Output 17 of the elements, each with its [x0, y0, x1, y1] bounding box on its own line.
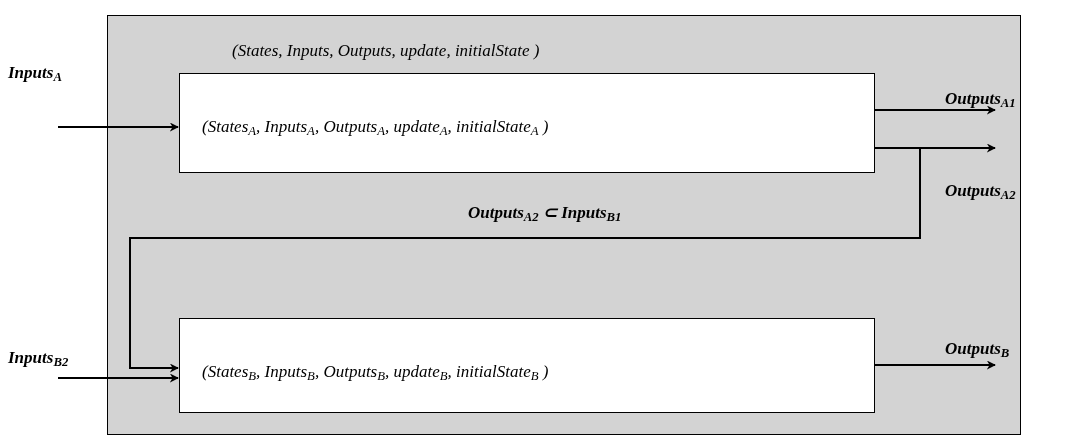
arrow [129, 147, 921, 373]
component-box [179, 318, 875, 413]
edge-label: Inputs$_{B2}$ [8, 347, 69, 371]
arrow [57, 122, 179, 132]
edge-label: Outputs$_{B}$ [945, 338, 1010, 362]
tuple-text: (States$_{B}$, Inputs$_{B}$, Outputs$_{B}$, update$_{B}$, initialState$_{B}$ ) [202, 361, 549, 385]
arrow [873, 360, 996, 370]
system-box [107, 15, 1021, 435]
tuple-text: (States$_{A}$, Inputs$_{A}$, Outputs$_{A}$, update$_{A}$, initialState$_{A}$ ) [202, 116, 549, 140]
arrow [873, 105, 996, 115]
tuple-text: (States, Inputs, Outputs, update, initialState ) [232, 40, 540, 62]
edge-label: Outputs$_{A2}$ [945, 180, 1016, 204]
edge-label: Outputs$_{A2}$ ⊂ Inputs$_{B1}$ [468, 202, 622, 226]
edge-label: Inputs$_{A}$ [8, 62, 62, 86]
edge-label: Outputs$_{A1}$ [945, 88, 1016, 112]
component-box [179, 73, 875, 173]
arrow [57, 373, 179, 383]
